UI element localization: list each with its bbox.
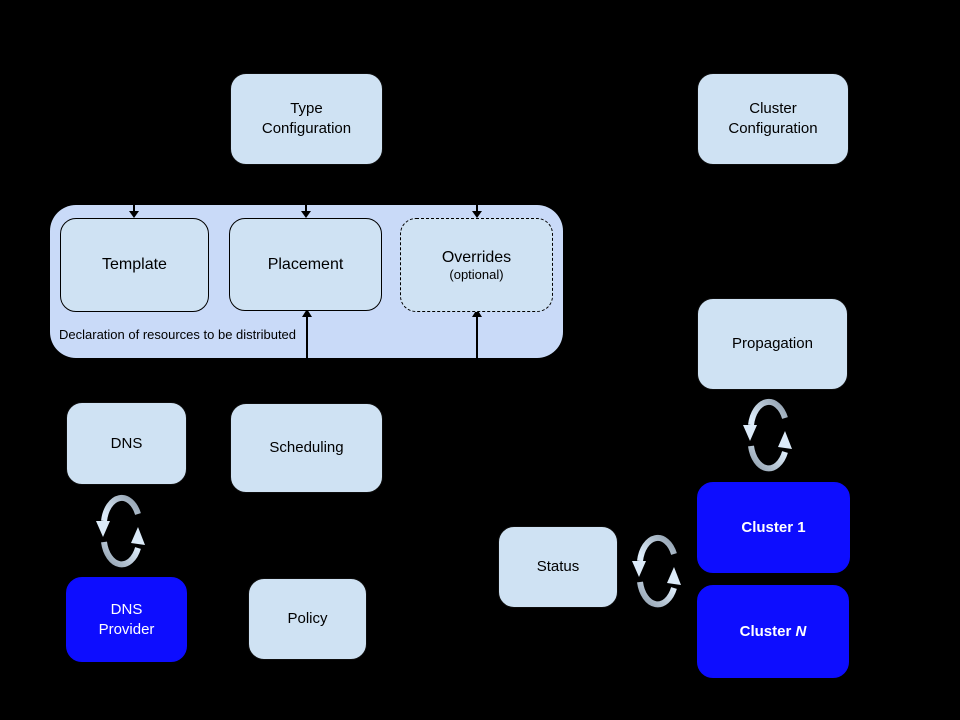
dns-label: DNS <box>110 434 143 452</box>
propagation-label: Propagation <box>732 335 813 353</box>
placement-label: Placement <box>267 255 344 273</box>
policy-label: Policy <box>287 610 328 628</box>
dns-provider-node: DNS Provider <box>66 577 187 662</box>
cluster-n-suffix: N <box>795 622 807 640</box>
type-configuration-node: Type Configuration <box>230 73 383 165</box>
status-label: Status <box>536 558 580 576</box>
overrides-node: Overrides (optional) <box>400 218 553 312</box>
declaration-caption: Declaration of resources to be distribut… <box>59 327 297 342</box>
cluster-n-label: Cluster N <box>740 622 807 642</box>
cluster-n-prefix: Cluster <box>739 622 796 640</box>
cluster-1-label: Cluster 1 <box>741 518 806 536</box>
overrides-sublabel: (optional) <box>449 267 504 283</box>
type-configuration-label: Type Configuration <box>261 100 352 137</box>
overrides-label: Overrides <box>441 249 512 267</box>
propagation-sync-icon <box>742 398 794 472</box>
declaration-container: Template Placement Overrides (optional) … <box>50 205 563 358</box>
dns-node: DNS <box>66 402 187 485</box>
cluster-configuration-node: Cluster Configuration <box>697 73 849 165</box>
cluster-1-node: Cluster 1 <box>697 482 850 573</box>
dns-provider-label: DNS Provider <box>98 600 155 638</box>
status-sync-icon <box>631 534 683 608</box>
scheduling-node: Scheduling <box>230 403 383 493</box>
placement-node: Placement <box>229 218 382 311</box>
dns-sync-icon <box>95 494 147 568</box>
scheduling-label: Scheduling <box>269 439 344 457</box>
propagation-node: Propagation <box>697 298 848 390</box>
template-node: Template <box>60 218 209 312</box>
cluster-configuration-label: Cluster Configuration <box>728 100 818 137</box>
status-node: Status <box>498 526 618 608</box>
template-label: Template <box>102 256 167 274</box>
cluster-n-node: Cluster N <box>697 585 849 678</box>
policy-node: Policy <box>248 578 367 660</box>
